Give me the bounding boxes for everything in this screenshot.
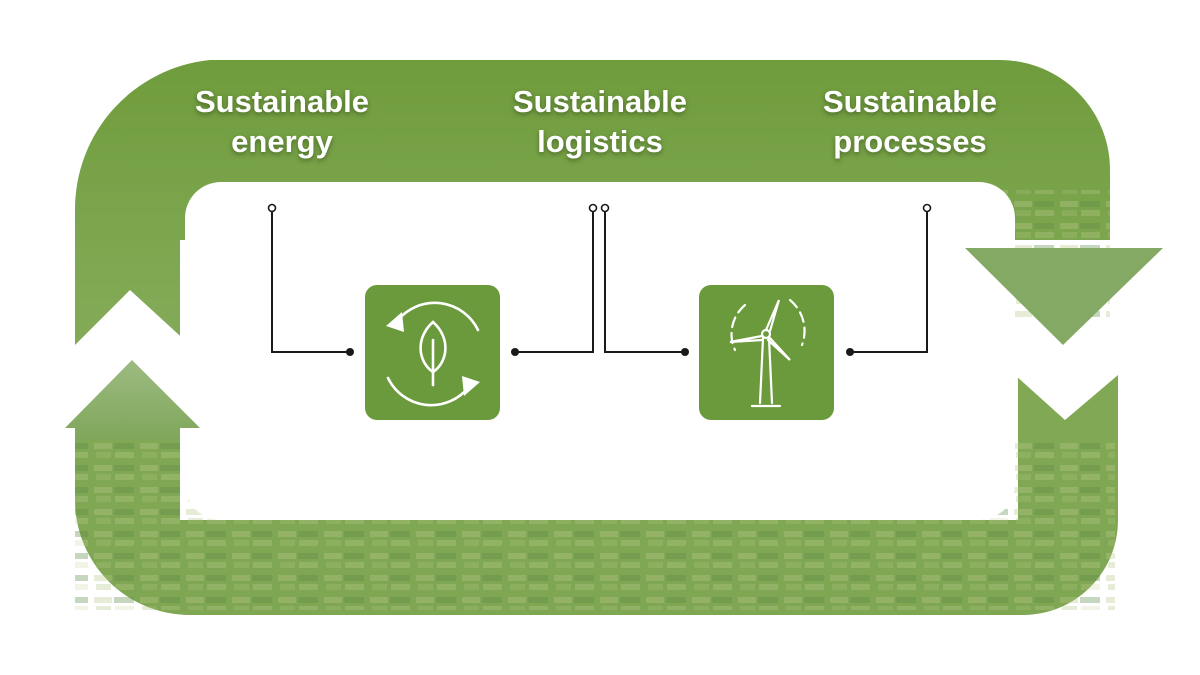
connector-logistics-right	[604, 210, 685, 353]
endpoint-dot	[511, 348, 519, 356]
label-line: energy	[231, 124, 333, 159]
label-line: processes	[833, 124, 987, 159]
recycle-leaf-icon	[386, 301, 480, 407]
endpoint-dot	[846, 348, 854, 356]
right-down-arrow	[965, 248, 1163, 345]
left-top-arrow-notch	[75, 290, 190, 345]
label-sustainable-processes: Sustainable processes	[780, 82, 1040, 162]
connectors	[271, 210, 928, 353]
recycle-leaf-tile	[365, 285, 500, 420]
connector-processes	[850, 210, 928, 353]
endpoint-open	[267, 203, 277, 213]
label-line: logistics	[537, 124, 663, 159]
right-bottom-arrow-notch	[1015, 375, 1118, 420]
connector-endpoints	[267, 203, 932, 356]
endpoint-open	[922, 203, 932, 213]
label-line: Sustainable	[513, 84, 687, 119]
label-line: Sustainable	[823, 84, 997, 119]
left-up-arrow	[65, 360, 200, 440]
wind-turbine-icon	[729, 298, 806, 408]
endpoint-open	[600, 203, 610, 213]
endpoint-dot	[346, 348, 354, 356]
label-sustainable-logistics: Sustainable logistics	[470, 82, 730, 162]
endpoint-dot	[681, 348, 689, 356]
connector-logistics-left	[515, 210, 594, 353]
label-sustainable-energy: Sustainable energy	[152, 82, 412, 162]
label-line: Sustainable	[195, 84, 369, 119]
connector-energy	[271, 210, 350, 353]
wind-turbine-tile	[699, 285, 834, 420]
inner-panel	[185, 182, 1015, 520]
endpoint-open	[588, 203, 598, 213]
